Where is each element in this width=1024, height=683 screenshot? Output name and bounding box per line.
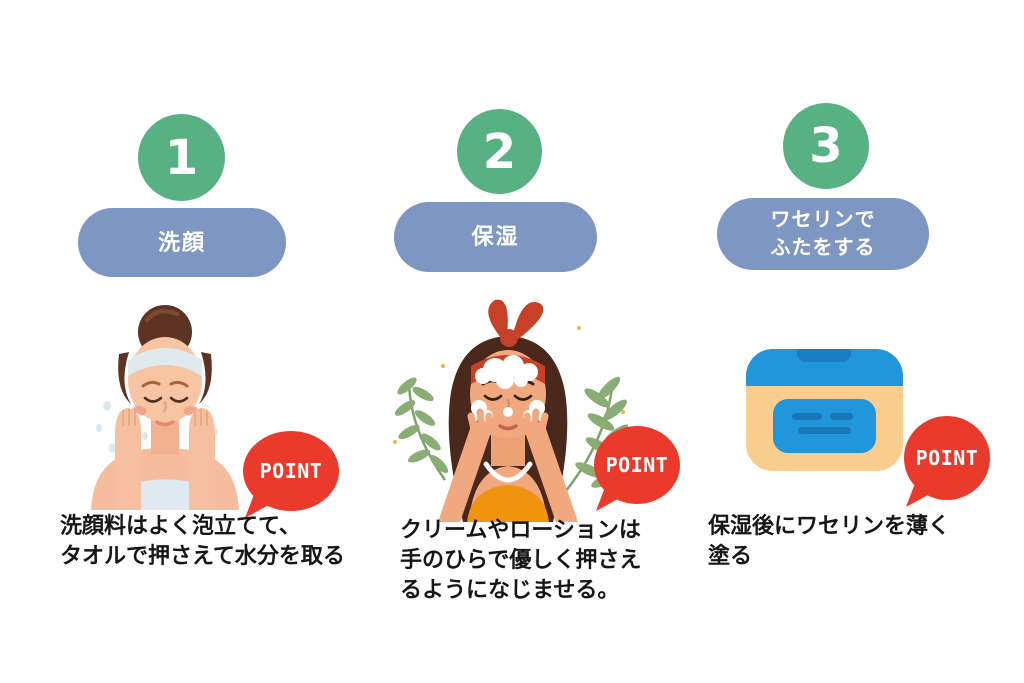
step3-number: 3 (809, 118, 843, 174)
vaseline-jar-illustration (746, 349, 903, 471)
step2-description-line1: クリームやローションは (400, 517, 641, 542)
step2-point-label: POINT (605, 453, 669, 477)
step1-description-line1: 洗顔料はよく泡立てて、 (60, 513, 301, 538)
step3-description: 保湿後にワセリンを薄く 塗る (708, 511, 1018, 571)
hands (115, 408, 215, 510)
step3-number-badge: 3 (783, 103, 869, 189)
step1-label-pill: 洗顔 (78, 208, 286, 277)
step1-description: 洗顔料はよく泡立てて、 タオルで押さえて水分を取る (60, 511, 370, 571)
jar-label-text-lines (792, 413, 853, 434)
hair-bow (488, 299, 544, 347)
step1-description-line2: タオルで押さえて水分を取る (60, 543, 345, 568)
step3-point-bubble-tail (906, 483, 932, 507)
step1-point-bubble: POINT (243, 431, 339, 518)
woman-washing-face-illustration (91, 305, 239, 510)
fingers (467, 408, 549, 438)
woman-applying-cream-illustration (393, 299, 628, 522)
step3-label-pill: ワセリンで ふたをする (717, 198, 929, 270)
step2-label: 保湿 (471, 224, 520, 249)
step2-description: クリームやローションは 手のひらで優しく押さえ るようになじませる。 (400, 515, 700, 605)
step2-number: 2 (482, 123, 517, 180)
arms (438, 421, 578, 522)
step1-label: 洗顔 (157, 229, 206, 255)
step2-label-pill: 保湿 (394, 202, 597, 272)
step3-description-line1: 保湿後にワセリンを薄く (708, 513, 951, 538)
step2-description-line2: 手のひらで優しく押さえ (400, 547, 642, 572)
step2-number-badge: 2 (457, 109, 542, 194)
step3-description-line2: 塗る (708, 543, 753, 568)
step3-label-line2: ふたをする (770, 237, 876, 259)
step1-point-label: POINT (259, 459, 323, 483)
step3-point-bubble: POINT (904, 416, 990, 507)
left-leaf (394, 377, 449, 481)
step1-number: 1 (164, 129, 199, 186)
step3-point-label: POINT (915, 446, 979, 470)
step2-description-line3: るようになじませる。 (400, 577, 620, 602)
step2-point-bubble: POINT (594, 426, 680, 511)
step1-number-badge: 1 (138, 114, 225, 201)
step3-label-line1: ワセリンで (770, 209, 876, 231)
